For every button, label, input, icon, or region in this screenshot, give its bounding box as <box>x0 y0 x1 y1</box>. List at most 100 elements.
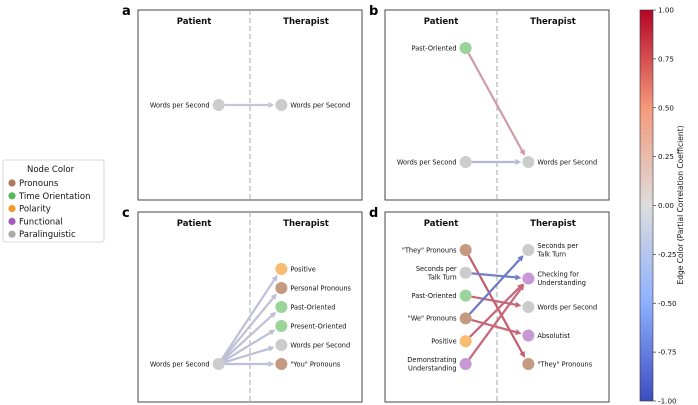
edge-arrowhead <box>515 301 522 308</box>
node-label: Past-Oriented <box>412 44 457 52</box>
panel-letter: b <box>369 4 378 19</box>
node-paralinguistic <box>275 339 288 351</box>
edge-line <box>468 258 521 315</box>
node-label: Words per Second <box>537 303 597 311</box>
edge-line <box>469 286 520 338</box>
node-paralinguistic <box>275 99 288 111</box>
edges <box>467 52 525 165</box>
node-functional <box>522 272 535 285</box>
edge-arrowhead <box>268 102 275 108</box>
edge-arrowhead <box>270 293 277 300</box>
node-label: Past-Oriented <box>412 292 457 300</box>
node-pronouns <box>522 358 535 370</box>
edges <box>224 102 275 108</box>
node-pronouns <box>459 244 472 256</box>
edge-arrowhead <box>518 284 525 291</box>
node-label: Words per Second <box>537 158 597 166</box>
column-header-therapist: Therapist <box>283 17 329 27</box>
column-header-patient: Patient <box>177 219 212 229</box>
node-label: Words per Second <box>150 101 210 109</box>
edge-arrowhead <box>519 149 525 156</box>
legend-swatch <box>8 205 16 213</box>
legend-swatch <box>8 230 16 238</box>
colorbar-tick-label: 0.50 <box>658 103 674 112</box>
node-paralinguistic <box>459 156 472 168</box>
edge-arrowhead <box>519 351 525 358</box>
node-paralinguistic <box>522 301 535 313</box>
node-label: "You" Pronouns <box>290 360 341 368</box>
node-label: Words per Second <box>290 101 350 109</box>
edge-arrowhead <box>515 159 522 165</box>
node-label: "They" Pronouns <box>537 360 592 368</box>
edge-arrowhead <box>269 311 277 318</box>
legend-swatch <box>8 192 16 200</box>
node-label: Personal Pronouns <box>290 284 351 292</box>
colorbar-tick-label: -0.50 <box>658 299 677 308</box>
edge-line <box>223 331 271 362</box>
panel-letter: d <box>369 206 378 221</box>
legend-item-label: Functional <box>19 217 63 227</box>
node-label: Positive <box>290 265 315 273</box>
column-header-therapist: Therapist <box>530 219 576 229</box>
legend-item-label: Pronouns <box>19 179 59 189</box>
legend-item-label: Paralinguistic <box>19 230 76 240</box>
colorbar-tick-label: 0.00 <box>658 201 674 210</box>
edge-arrowhead <box>268 329 276 336</box>
node-label: Words per Second <box>290 341 350 349</box>
edge-arrowhead <box>271 274 278 282</box>
node-polarity <box>275 263 288 275</box>
node-functional <box>459 358 472 370</box>
legend-item-label: Polarity <box>19 205 51 215</box>
colorbar-label: Edge Color (Partial Correlation Coeffici… <box>676 125 685 284</box>
node-paralinguistic <box>522 244 535 256</box>
node-paralinguistic <box>212 358 225 370</box>
node-label: Absolutist <box>537 332 570 340</box>
edge-line <box>221 279 276 360</box>
node-functional <box>522 329 535 342</box>
colorbar-tick-label: 0.25 <box>658 152 674 161</box>
legend-title: Node Color <box>27 165 75 175</box>
column-header-patient: Patient <box>424 219 459 229</box>
edge-arrowhead <box>268 345 275 352</box>
edges <box>221 274 278 367</box>
edge-arrowhead <box>268 361 275 367</box>
panel-letter: c <box>122 206 130 221</box>
node-time <box>275 301 288 313</box>
colorbar-tick-label: 1.00 <box>658 6 674 15</box>
colorbar-tick-label: -1.00 <box>658 397 677 405</box>
node-time <box>459 289 472 302</box>
node-label: Past-Oriented <box>290 303 335 311</box>
node-time <box>459 42 472 54</box>
column-header-therapist: Therapist <box>530 17 576 27</box>
edge-line <box>467 254 524 354</box>
edges <box>467 254 525 360</box>
colorbar-tick-label: -0.25 <box>658 250 677 259</box>
node-label: Present-Oriented <box>290 322 346 330</box>
node-label: "They" Pronouns <box>402 246 457 254</box>
node-pronouns <box>275 282 288 294</box>
colorbar-gradient <box>639 9 654 402</box>
column-header-patient: Patient <box>177 17 212 27</box>
node-paralinguistic <box>212 99 225 111</box>
node-pronouns <box>459 312 472 325</box>
colorbar: 1.000.750.500.250.00-0.25-0.50-0.75-1.00… <box>639 6 685 405</box>
node-label: Positive <box>431 338 456 346</box>
edge-line <box>221 297 274 361</box>
colorbar-tick-label: 0.75 <box>658 54 674 63</box>
node-polarity <box>459 335 472 348</box>
edge-line <box>224 347 270 364</box>
column-header-therapist: Therapist <box>283 219 329 229</box>
legend-swatch <box>8 217 16 225</box>
edge-line <box>468 288 522 360</box>
node-pronouns <box>275 358 288 370</box>
